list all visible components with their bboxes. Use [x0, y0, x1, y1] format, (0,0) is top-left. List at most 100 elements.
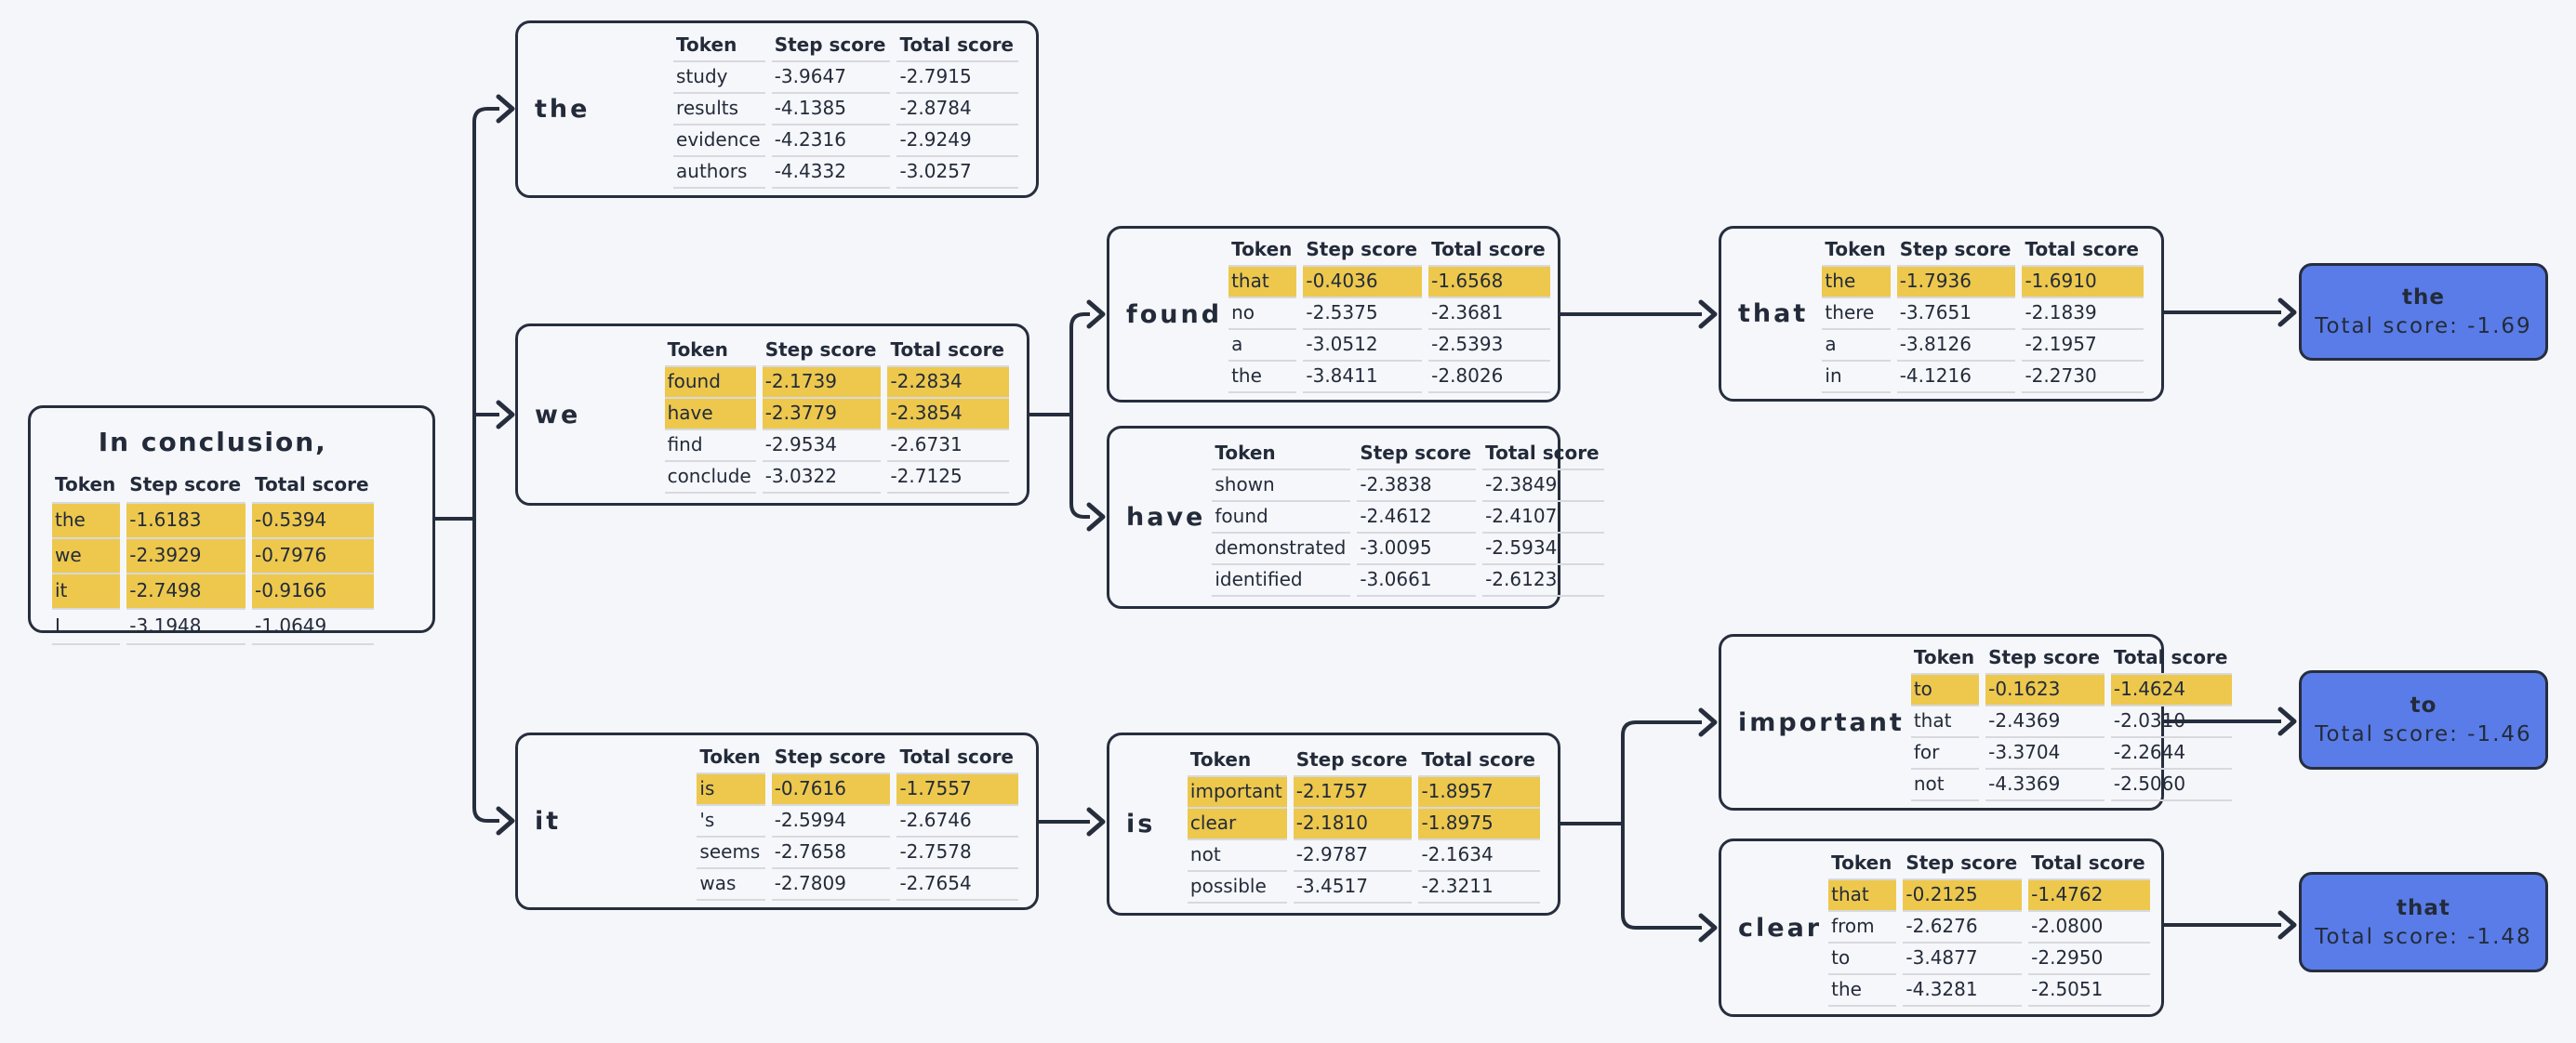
node-is-label: is: [1126, 810, 1156, 838]
column-header-token: Token: [1228, 235, 1297, 267]
cell-total-score: -2.1634: [1418, 840, 1540, 872]
cell-token: no: [1228, 298, 1297, 330]
table-row: that -0.4036 -1.6568: [1228, 267, 1550, 298]
table-row: found -2.1739 -2.2834: [664, 367, 1009, 399]
cell-total-score: -2.2834: [887, 367, 1009, 399]
result-token: the: [2402, 285, 2445, 310]
cell-step-score: -4.1216: [1896, 362, 2016, 393]
column-header-token: Token: [1822, 235, 1891, 267]
table-header-row: Token Step score Total score: [1822, 235, 2144, 267]
cell-token: in: [1822, 362, 1891, 393]
cell-token: found: [1212, 502, 1351, 534]
cell-token: that: [1910, 706, 1980, 738]
cell-step-score: -2.7809: [771, 869, 891, 901]
table-row: we -2.3929 -0.7976: [52, 539, 374, 574]
column-header-token: Token: [1828, 849, 1897, 880]
cell-step-score: -2.5375: [1303, 298, 1423, 330]
cell-step-score: -1.7936: [1896, 266, 2016, 298]
node-it-label: it: [535, 807, 562, 836]
cell-step-score: -2.5994: [771, 806, 891, 838]
table-row: have -2.3779 -2.3854: [664, 399, 1009, 430]
connector-is-to-clear: [1621, 824, 1702, 930]
cell-step-score: -4.3281: [1903, 975, 2023, 1007]
cell-token: clear: [1187, 808, 1287, 840]
column-header-total-score: Total score: [2028, 849, 2150, 880]
cell-total-score: -2.5051: [2028, 975, 2150, 1007]
cell-token: a: [1822, 330, 1891, 362]
cell-token: to: [1828, 944, 1897, 975]
table-row: 's -2.5994 -2.6746: [697, 806, 1018, 838]
cell-token: from: [1828, 912, 1897, 944]
node-it: it Token Step score Total score is -0.76…: [515, 733, 1039, 910]
root-token-table: Token Step score Total score the -1.6183…: [46, 469, 380, 645]
node-found: found Token Step score Total score that …: [1107, 226, 1560, 403]
result-total-score: Total score: -1.48: [2315, 924, 2532, 949]
cell-total-score: -1.8957: [1418, 776, 1540, 809]
cell-token: authors: [673, 157, 765, 189]
node-that-token-table: Token Step score Total score the -1.7936…: [1815, 235, 2150, 393]
cell-token: that: [1228, 267, 1297, 298]
node-important: important Token Step score Total score t…: [1719, 634, 2233, 811]
cell-step-score: -3.0322: [762, 462, 882, 494]
result-total-score: Total score: -1.46: [2315, 722, 2532, 746]
connector-root-to-it: [472, 519, 499, 823]
cell-total-score: -2.5393: [1428, 330, 1550, 362]
cell-total-score: -2.0800: [2028, 912, 2150, 944]
node-found-token-table: Token Step score Total score that -0.403…: [1222, 235, 1557, 393]
column-header-token: Token: [664, 336, 756, 367]
table-row: identified -3.0661 -2.6123: [1212, 565, 1604, 597]
column-header-total-score: Total score: [2110, 643, 2233, 675]
cell-total-score: -0.5394: [252, 504, 374, 539]
cell-token: conclude: [664, 462, 756, 494]
node-important-token-table: Token Step score Total score to -0.1623 …: [1905, 643, 2239, 801]
node-important-label: important: [1738, 707, 1905, 737]
table-row: in -4.1216 -2.2730: [1822, 362, 2144, 393]
table-header-row: Token Step score Total score: [664, 336, 1009, 367]
table-header-row: Token Step score Total score: [1228, 235, 1550, 267]
connector-we-to-found: [1069, 312, 1090, 415]
table-row: find -2.9534 -2.6731: [664, 430, 1009, 462]
column-header-token: Token: [1212, 439, 1351, 470]
cell-total-score: -2.1957: [2022, 330, 2144, 362]
table-row: study -3.9647 -2.7915: [673, 62, 1018, 94]
table-row: a -3.0512 -2.5393: [1228, 330, 1550, 362]
column-header-total-score: Total score: [1482, 439, 1604, 470]
cell-total-score: -3.0257: [896, 157, 1018, 189]
cell-token: was: [697, 869, 765, 901]
cell-step-score: -3.4517: [1293, 872, 1413, 904]
cell-total-score: -1.0649: [252, 610, 374, 645]
cell-step-score: -3.8411: [1303, 362, 1423, 393]
connector-we-to-have: [1069, 415, 1090, 519]
table-row: evidence -4.2316 -2.9249: [673, 125, 1018, 157]
cell-total-score: -2.1839: [2022, 298, 2144, 330]
node-that: that Token Step score Total score the -1…: [1719, 226, 2164, 402]
node-the-token-table: Token Step score Total score study -3.96…: [667, 31, 1025, 189]
table-row: from -2.6276 -2.0800: [1828, 912, 2150, 944]
cell-step-score: -4.1385: [771, 94, 891, 125]
cell-token: I: [52, 610, 121, 645]
cell-total-score: -2.7915: [896, 62, 1018, 94]
cell-token: shown: [1212, 470, 1351, 502]
cell-token: there: [1822, 298, 1891, 330]
table-row: authors -4.4332 -3.0257: [673, 157, 1018, 189]
cell-step-score: -3.4877: [1903, 944, 2023, 975]
column-header-total-score: Total score: [887, 336, 1009, 367]
table-row: that -0.2125 -1.4762: [1828, 880, 2150, 912]
node-the-label: the: [535, 95, 591, 124]
cell-total-score: -2.3681: [1428, 298, 1550, 330]
table-row: that -2.4369 -2.0310: [1910, 706, 2233, 738]
column-header-step-score: Step score: [771, 743, 891, 774]
cell-step-score: -3.0661: [1357, 565, 1477, 597]
cell-total-score: -2.7578: [896, 838, 1018, 869]
arrowhead-result-the: [2277, 297, 2297, 327]
cell-step-score: -2.7658: [771, 838, 891, 869]
cell-total-score: -2.6746: [896, 806, 1018, 838]
cell-token: study: [673, 62, 765, 94]
column-header-step-score: Step score: [1985, 643, 2105, 675]
cell-token: found: [664, 367, 756, 399]
table-row: a -3.8126 -2.1957: [1822, 330, 2144, 362]
table-row: shown -2.3838 -2.3849: [1212, 470, 1604, 502]
cell-step-score: -3.1948: [126, 610, 246, 645]
arrowhead-clear: [1698, 913, 1718, 943]
